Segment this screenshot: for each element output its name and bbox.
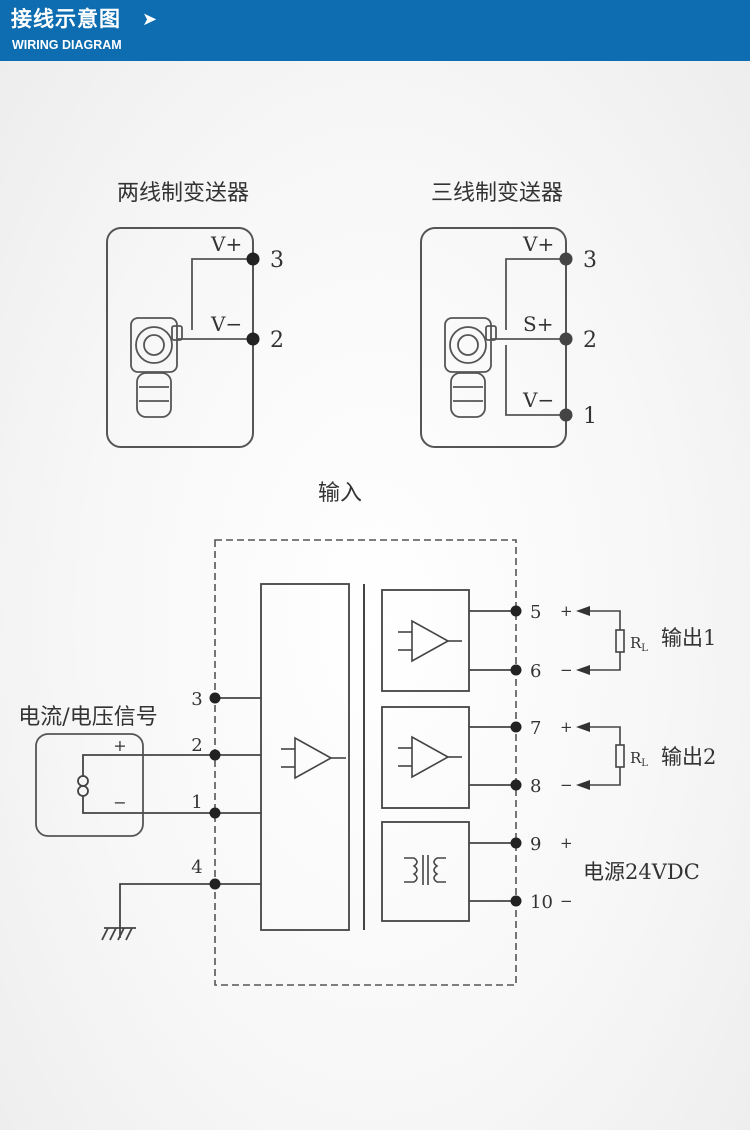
terminal-dot [559, 252, 573, 266]
output-terminal-number: 7 [530, 718, 541, 739]
terminal-dot [209, 878, 221, 890]
amplifier-icon [398, 619, 462, 663]
play-arrow-icon: ➤ [142, 9, 158, 30]
transmitter-device-icon [130, 317, 183, 418]
three-wire-title: 三线制变送器 [431, 181, 563, 206]
input-wiring [119, 697, 261, 938]
input-label: 输入 [318, 481, 362, 506]
input-terminal-number: 4 [191, 857, 202, 878]
three-wire-terminal-label: S+ [523, 312, 553, 336]
three-wire-terminal-label: V+ [522, 232, 554, 256]
output-terminal-sign: − [560, 776, 573, 794]
three-wire-terminal-number: 1 [583, 404, 597, 429]
terminal-dot [510, 605, 522, 617]
current-source-icon [77, 754, 143, 814]
amplifier-icon [398, 735, 462, 779]
load-resistor-2 [582, 726, 625, 786]
input-amplifier-block [260, 583, 350, 931]
source-label: 电流/电压信号 [18, 705, 157, 730]
two-wire-transmitter: 两线制变送器 V+ V− 3 2 [106, 181, 284, 448]
terminal-dot [510, 837, 522, 849]
arrow-icon [576, 722, 590, 732]
header-subtitle: WIRING DIAGRAM [12, 38, 122, 52]
source-plus-sign: + [113, 736, 126, 755]
output-terminal-sign: − [560, 892, 573, 910]
arrow-icon [576, 665, 590, 675]
terminal-dot [209, 692, 221, 704]
input-terminal-number: 3 [191, 689, 202, 710]
terminal-dot [510, 895, 522, 907]
load-resistor-label: RL [630, 749, 648, 769]
output1-label: 输出1 [661, 626, 716, 650]
source-minus-sign: − [113, 793, 126, 812]
header-title: 接线示意图 [11, 7, 121, 31]
three-wire-terminal-label: V− [522, 388, 554, 412]
two-wire-terminal-number: 2 [270, 328, 284, 353]
terminal-dot [510, 779, 522, 791]
output-terminal-number: 9 [530, 834, 541, 855]
output-terminal-sign: + [560, 602, 573, 620]
three-wire-terminal-number: 3 [583, 248, 597, 273]
terminal-dot [559, 408, 573, 422]
terminal-dot [510, 721, 522, 733]
output-block-1 [381, 589, 470, 692]
module-enclosure [214, 539, 517, 986]
power-block [381, 821, 470, 922]
two-wire-wire-top [191, 258, 253, 330]
amplifier-icon [281, 736, 346, 780]
output-terminal-number: 5 [530, 602, 541, 623]
transformer-icon [404, 855, 446, 885]
output-terminal-sign: + [560, 718, 573, 736]
header-banner: 接线示意图 ➤ WIRING DIAGRAM [0, 0, 750, 61]
arrow-icon [576, 606, 590, 616]
three-wire-terminal-number: 2 [583, 328, 597, 353]
three-wire-wire-top [505, 258, 566, 330]
arrow-icon [576, 780, 590, 790]
power-supply-label: 电源24VDC [583, 860, 700, 884]
output-terminal-number: 6 [530, 661, 541, 682]
output-terminal-sign: + [560, 834, 573, 852]
terminal-dot [209, 807, 221, 819]
output-block-2 [381, 706, 470, 809]
three-wire-wire-bottom [505, 345, 566, 416]
isolator-module: 输入 [18, 481, 716, 986]
input-terminal-number: 1 [191, 792, 202, 813]
terminal-dot [209, 749, 221, 761]
output-wiring [469, 610, 516, 902]
two-wire-terminal-label: V− [210, 312, 242, 336]
two-wire-terminal-label: V+ [210, 232, 242, 256]
output-terminal-number: 10 [530, 892, 553, 913]
output-terminal-number: 8 [530, 776, 541, 797]
source-housing [35, 733, 144, 837]
terminal-dot [559, 332, 573, 346]
terminal-dot [246, 252, 260, 266]
three-wire-transmitter: 三线制变送器 V+ S+ V− 3 2 1 [420, 181, 597, 448]
output2-label: 输出2 [661, 745, 716, 769]
load-resistor-1 [582, 610, 625, 671]
two-wire-title: 两线制变送器 [117, 181, 249, 206]
input-terminal-number: 2 [191, 735, 202, 756]
load-resistor-label: RL [630, 634, 648, 654]
output-terminal-sign: − [560, 661, 573, 679]
ground-icon [101, 927, 136, 941]
two-wire-housing [106, 227, 254, 448]
terminal-dot [510, 664, 522, 676]
transmitter-device-icon [444, 317, 497, 418]
terminal-dot [246, 332, 260, 346]
two-wire-terminal-number: 3 [270, 248, 284, 273]
